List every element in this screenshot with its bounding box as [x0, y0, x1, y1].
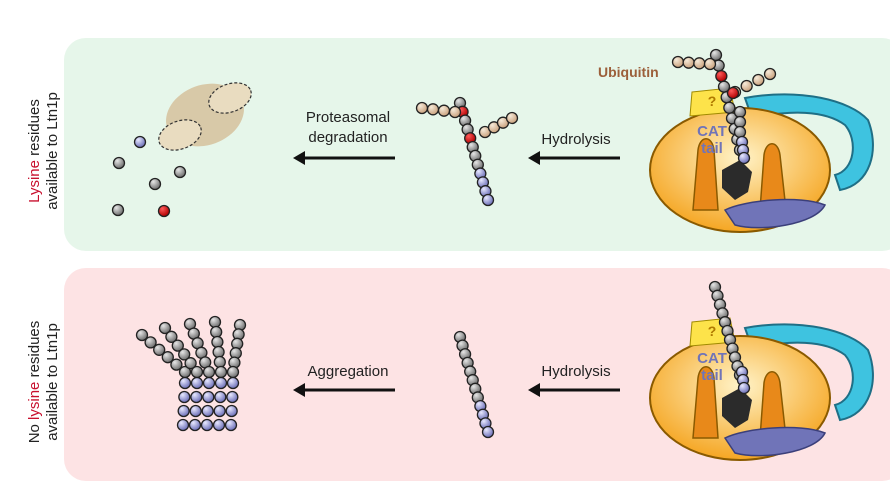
- lysine-bead: [715, 69, 728, 83]
- tail-label-top: tail: [701, 140, 723, 157]
- amino-acid-bead: [165, 330, 178, 343]
- lysine-bead: [157, 204, 171, 218]
- hydrolysis-label-top: Hydrolysis: [541, 131, 611, 148]
- ubiquitin-bead: [426, 103, 440, 116]
- amino-acid-bead: [170, 358, 183, 371]
- amino-acid-bead: [190, 390, 203, 404]
- amino-acid-bead: [176, 418, 190, 432]
- amino-acid-bead: [189, 404, 202, 418]
- amino-acid-bead: [733, 115, 747, 129]
- amino-acid-bead: [214, 390, 227, 404]
- amino-acid-bead: [171, 339, 184, 352]
- ribosome-complex-bottom: [649, 317, 874, 461]
- ubiquitin-bead: [682, 56, 695, 69]
- aggregation-label: Aggregation: [307, 363, 389, 380]
- step-line2: degradation: [308, 129, 388, 146]
- amino-acid-bead: [112, 156, 126, 170]
- amino-acid-bead: [111, 203, 125, 217]
- hydrolysis-label-bottom: Hydrolysis: [541, 363, 611, 380]
- amino-acid-bead: [213, 404, 226, 418]
- amino-acid-bead: [144, 336, 157, 349]
- amino-acid-bead: [481, 193, 495, 207]
- amino-acid-bead: [226, 365, 240, 379]
- proteasomal-degradation-label: Proteasomal degradation: [298, 108, 398, 148]
- lysine-bead: [726, 86, 740, 100]
- amino-acid-bead: [211, 335, 224, 349]
- ubiquitin-bead: [752, 73, 765, 87]
- amino-acid-bead: [481, 425, 495, 439]
- question-mark-top: ?: [708, 93, 717, 109]
- amino-acid-bead: [178, 348, 191, 361]
- amino-acid-bead: [184, 357, 197, 370]
- amino-acid-bead: [161, 351, 174, 364]
- amino-acid-bead: [200, 418, 214, 432]
- amino-acid-bead: [225, 404, 238, 418]
- amino-acid-bead: [201, 404, 214, 418]
- amino-acid-bead: [173, 165, 187, 179]
- tail-label-bottom: tail: [701, 367, 723, 384]
- amino-acid-bead: [188, 418, 202, 432]
- ubiquitin-bead: [763, 67, 777, 81]
- ribosome-complex-top: [649, 87, 874, 233]
- amino-acid-bead: [148, 177, 162, 191]
- amino-acid-bead: [737, 151, 751, 165]
- amino-acid-bead: [158, 321, 172, 335]
- amino-acid-bead: [212, 345, 225, 359]
- amino-acid-bead: [202, 365, 216, 379]
- amino-acid-bead: [190, 376, 204, 390]
- ubiquitin-bead: [693, 57, 706, 70]
- ubiquitin-bead: [437, 104, 451, 117]
- amino-acid-bead: [733, 125, 747, 139]
- amino-acid-bead: [178, 390, 191, 404]
- proteasome: [158, 82, 252, 151]
- arrows: [293, 151, 620, 397]
- amino-acid-bead: [733, 105, 747, 119]
- amino-acid-bead: [202, 376, 216, 390]
- ubiquitin-bead: [448, 105, 462, 119]
- ubiquitin-bead: [703, 57, 717, 71]
- ubiquitin-bead: [505, 111, 519, 125]
- cat-label-bottom: CAT: [697, 350, 727, 367]
- step-line1: Proteasomal: [305, 109, 391, 126]
- ubiquitin-bead: [415, 101, 429, 115]
- ubiquitin-bead: [740, 79, 753, 93]
- amino-acid-bead: [178, 376, 192, 390]
- amino-acid-bead: [213, 355, 226, 369]
- cat-label-top: CAT: [697, 123, 727, 140]
- ubiquitin-label: Ubiquitin: [598, 64, 659, 80]
- amino-acid-bead: [153, 343, 166, 356]
- amino-acid-bead: [212, 418, 226, 432]
- amino-acid-bead: [723, 101, 736, 114]
- amino-acid-bead: [737, 381, 751, 395]
- amino-acid-bead: [133, 135, 147, 149]
- peptide-beads: [111, 48, 777, 439]
- amino-acid-bead: [190, 365, 204, 379]
- amino-acid-bead: [210, 325, 223, 339]
- amino-acid-bead: [177, 404, 190, 418]
- amino-acid-bead: [226, 390, 239, 404]
- question-mark-bottom: ?: [708, 323, 717, 339]
- amino-acid-bead: [202, 390, 215, 404]
- amino-acid-bead: [214, 365, 228, 379]
- amino-acid-bead: [135, 328, 149, 342]
- ubiquitin-bead: [671, 55, 685, 69]
- amino-acid-bead: [208, 315, 222, 329]
- amino-acid-bead: [214, 376, 228, 390]
- amino-acid-bead: [224, 418, 238, 432]
- amino-acid-bead: [226, 376, 240, 390]
